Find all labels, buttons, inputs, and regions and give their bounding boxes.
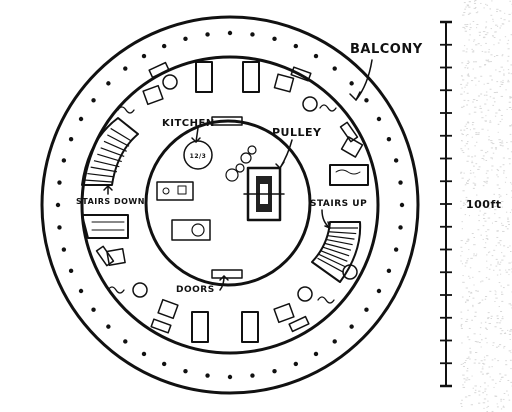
- balcony-ring: [80, 55, 380, 355]
- stair-step: [110, 127, 132, 142]
- wall-stud: [398, 180, 403, 185]
- kitchen-furniture: 12/3: [156, 140, 257, 241]
- stair-step: [322, 246, 350, 257]
- central-room: [144, 119, 312, 287]
- wall-stud: [364, 98, 369, 103]
- stair-step: [325, 238, 353, 246]
- stair-step: [103, 140, 127, 152]
- wall-stud: [399, 202, 405, 208]
- stair-step: [107, 134, 130, 147]
- wall-stud: [123, 66, 128, 71]
- outer-wall: [40, 15, 420, 395]
- stair-step: [93, 160, 120, 168]
- stair-step: [90, 166, 117, 173]
- stair-step: [87, 172, 115, 178]
- wall-stud: [57, 180, 62, 185]
- wall-stud: [141, 53, 147, 59]
- wall-stud: [376, 288, 382, 294]
- wall-stud: [78, 288, 84, 294]
- wall-stud: [123, 339, 128, 344]
- wall-stud: [68, 268, 74, 274]
- balcony-furniture: [95, 61, 364, 343]
- wall-stud: [78, 116, 84, 122]
- wall-stud: [57, 225, 62, 230]
- wall-stud: [61, 247, 67, 252]
- stair-step: [328, 231, 357, 235]
- stair-step: [318, 253, 346, 268]
- wall-stud: [293, 43, 299, 49]
- wall-stud: [106, 324, 111, 329]
- central-doors: [211, 116, 243, 279]
- stair-step: [320, 250, 348, 262]
- stairs-up: [311, 164, 369, 283]
- wall-stud: [293, 361, 299, 367]
- wall-stud: [349, 324, 354, 329]
- wall-stud: [227, 30, 233, 36]
- wall-stud: [398, 225, 403, 230]
- wall-stud: [250, 32, 255, 37]
- wall-stud: [55, 202, 61, 208]
- label-doors: DOORS: [176, 285, 215, 295]
- stair-step: [83, 179, 113, 183]
- wall-studs: [55, 30, 405, 380]
- pulley-mechanism: [243, 166, 285, 222]
- wall-stud: [183, 368, 188, 374]
- wall-stud: [161, 43, 167, 49]
- label-stairs-up: STAIRS UP: [310, 199, 367, 209]
- wall-stud: [91, 98, 96, 103]
- label-stairs-down: STAIRS DOWN: [76, 197, 145, 206]
- wall-stud: [183, 36, 188, 42]
- wall-stud: [205, 32, 210, 37]
- scale-bar: 100ft: [440, 20, 502, 388]
- svg-text:12/3: 12/3: [190, 153, 207, 160]
- stair-step: [323, 242, 352, 251]
- stair-step: [97, 153, 122, 163]
- wall-stud: [106, 81, 111, 86]
- stair-step: [317, 257, 345, 273]
- wall-stud: [332, 339, 337, 344]
- annotation-arrows: [103, 59, 373, 291]
- wall-stud: [161, 361, 167, 367]
- wall-stud: [61, 158, 67, 163]
- label-pulley: PULLEY: [272, 126, 322, 139]
- wall-stud: [364, 307, 369, 312]
- wall-stud: [349, 81, 354, 86]
- wall-stud: [393, 247, 399, 252]
- paper-texture: [460, 0, 512, 412]
- wall-stud: [332, 66, 337, 71]
- wall-stud: [272, 368, 277, 374]
- stair-step: [326, 234, 355, 240]
- wall-stud: [91, 307, 96, 312]
- wall-stud: [376, 116, 382, 122]
- wall-stud: [386, 136, 392, 142]
- stair-step: [100, 147, 125, 158]
- wall-stud: [272, 36, 277, 42]
- wall-stud: [386, 268, 392, 274]
- wall-stud: [141, 351, 147, 357]
- wall-stud: [313, 351, 319, 357]
- label-balcony: BALCONY: [350, 42, 423, 57]
- scale-label: 100ft: [466, 198, 502, 211]
- wall-stud: [205, 373, 210, 378]
- wall-stud: [313, 53, 319, 59]
- wall-stud: [68, 136, 74, 142]
- wall-stud: [393, 158, 399, 163]
- wall-stud: [250, 373, 255, 378]
- stairs-down: [81, 117, 139, 239]
- wall-stud: [227, 374, 233, 380]
- label-kitchen: KITCHEN: [162, 118, 215, 129]
